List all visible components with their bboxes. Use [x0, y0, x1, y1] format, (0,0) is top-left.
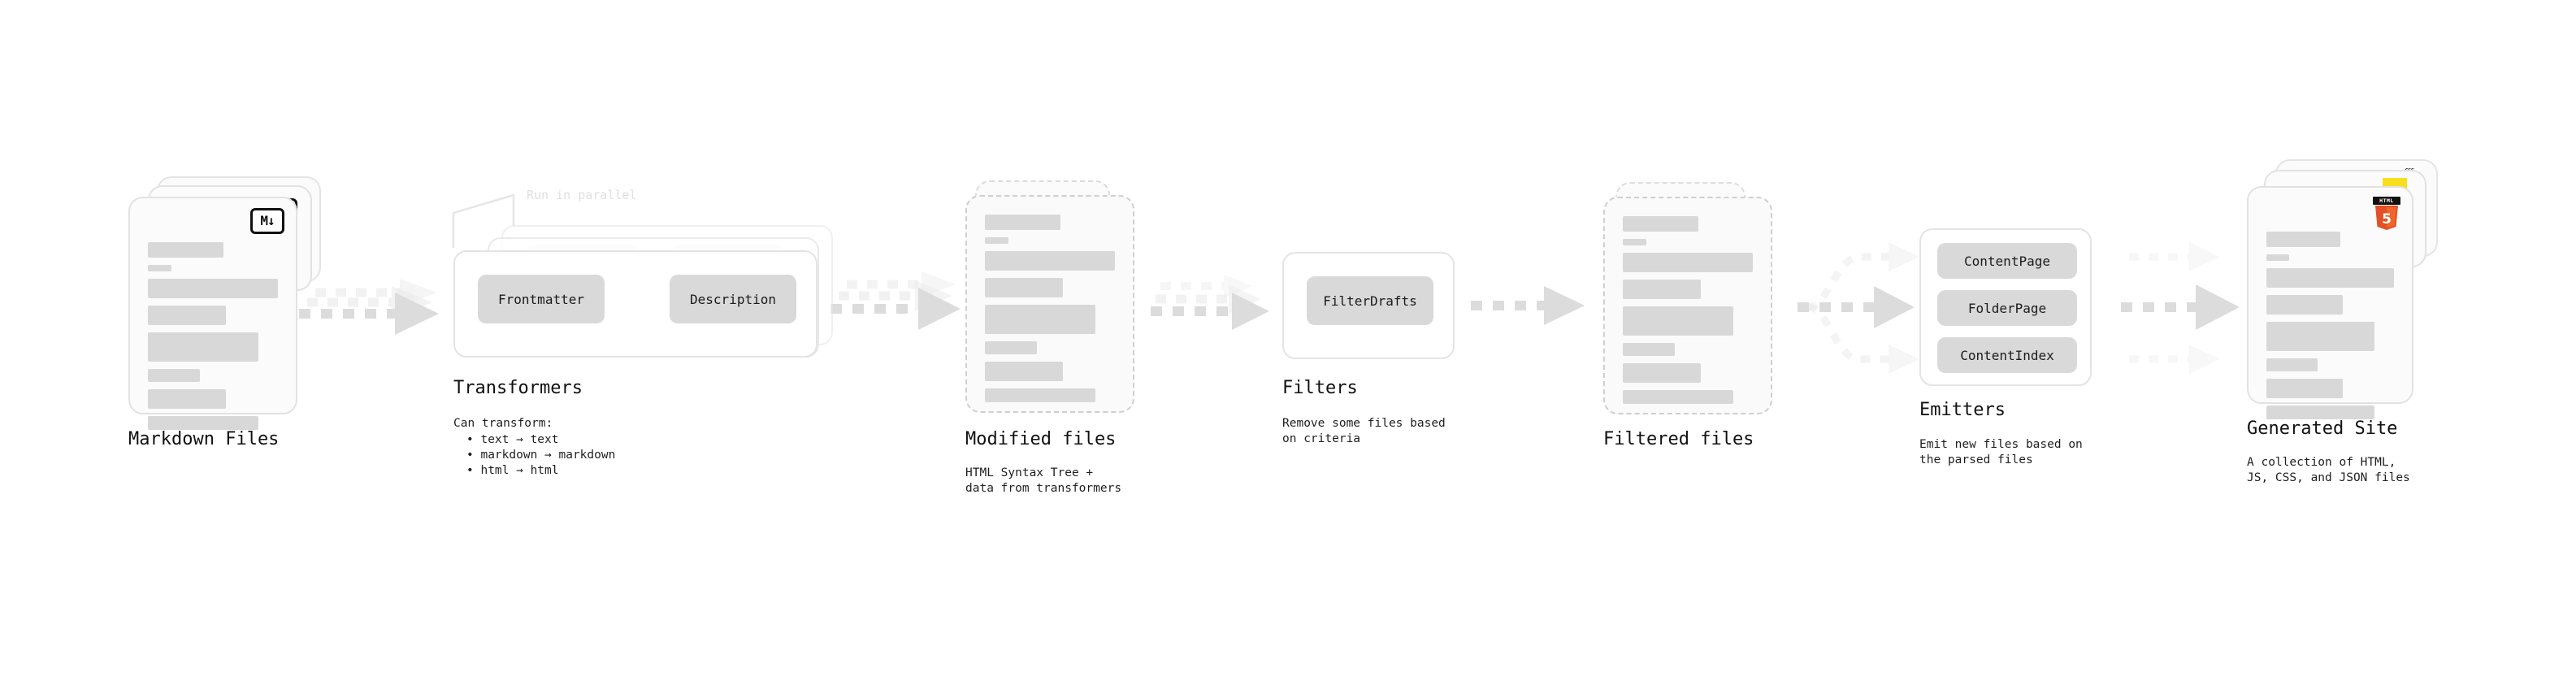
arrow-emitters-to-site [2121, 242, 2240, 374]
filtered-content-placeholder [1623, 216, 1753, 411]
chip-filterdrafts[interactable]: FilterDrafts [1307, 276, 1433, 325]
transformers-box[interactable]: Frontmatter Description [453, 250, 817, 358]
chip-contentindex[interactable]: ContentIndex [1937, 337, 2077, 373]
file-content-placeholder [148, 242, 278, 437]
arrow-filtered-to-emitters [1798, 242, 1919, 374]
caption-modified-files: Modified files [965, 429, 1117, 449]
caption-emitters: Emitters [1919, 400, 2006, 420]
modified-content-placeholder [985, 215, 1115, 410]
generated-file-card: HTML 5 [2247, 186, 2413, 419]
run-in-parallel-label: Run in parallel [527, 188, 637, 202]
modified-file-card [965, 195, 1134, 413]
caption-transformers: Transformers [453, 378, 583, 398]
markdown-icon: M↓ [250, 208, 284, 234]
generated-content-placeholder [2266, 232, 2394, 427]
filters-subtext: Remove some files based on criteria [1282, 417, 1446, 445]
caption-generated-site: Generated Site [2247, 419, 2398, 439]
emitters-subtext: Emit new files based on the parsed files [1919, 438, 2083, 466]
transformers-bullets: • text → text • markdown → markdown • ht… [466, 432, 615, 479]
caption-filtered-files: Filtered files [1603, 429, 1754, 449]
chip-folderpage[interactable]: FolderPage [1937, 290, 2077, 326]
modified-files-subtext: HTML Syntax Tree + data from transformer… [965, 466, 1122, 495]
filtered-file-card [1603, 197, 1772, 414]
markdown-file-card: M↓ [128, 197, 297, 430]
transformers-subtext-heading: Can transform: [453, 417, 553, 430]
chip-contentpage[interactable]: ContentPage [1937, 243, 2077, 279]
chip-frontmatter[interactable]: Frontmatter [478, 275, 605, 323]
arrow-modified-to-filters [1151, 275, 1269, 330]
emitters-box[interactable]: ContentPage FolderPage ContentIndex [1919, 228, 2092, 386]
caption-filters: Filters [1282, 378, 1358, 398]
chip-description[interactable]: Description [670, 275, 796, 323]
html5-icon: HTML 5 [2373, 197, 2400, 230]
html5-shield: 5 [2375, 206, 2398, 230]
transformers-bullet-0: • text → text [466, 433, 559, 446]
arrow-filters-to-filtered [1471, 286, 1585, 325]
arrow-transformers-to-modified [830, 271, 961, 330]
filters-box[interactable]: FilterDrafts [1282, 252, 1455, 359]
html5-icon-word: HTML [2373, 197, 2400, 205]
svg-text:5: 5 [2382, 211, 2392, 228]
arrow-markdown-to-transformers [299, 279, 439, 335]
generated-site-subtext: A collection of HTML, JS, CSS, and JSON … [2247, 456, 2410, 484]
transformers-bullet-2: • html → html [466, 464, 559, 477]
caption-markdown-files: Markdown Files [128, 429, 280, 449]
transformers-bullet-1: • markdown → markdown [466, 449, 616, 462]
